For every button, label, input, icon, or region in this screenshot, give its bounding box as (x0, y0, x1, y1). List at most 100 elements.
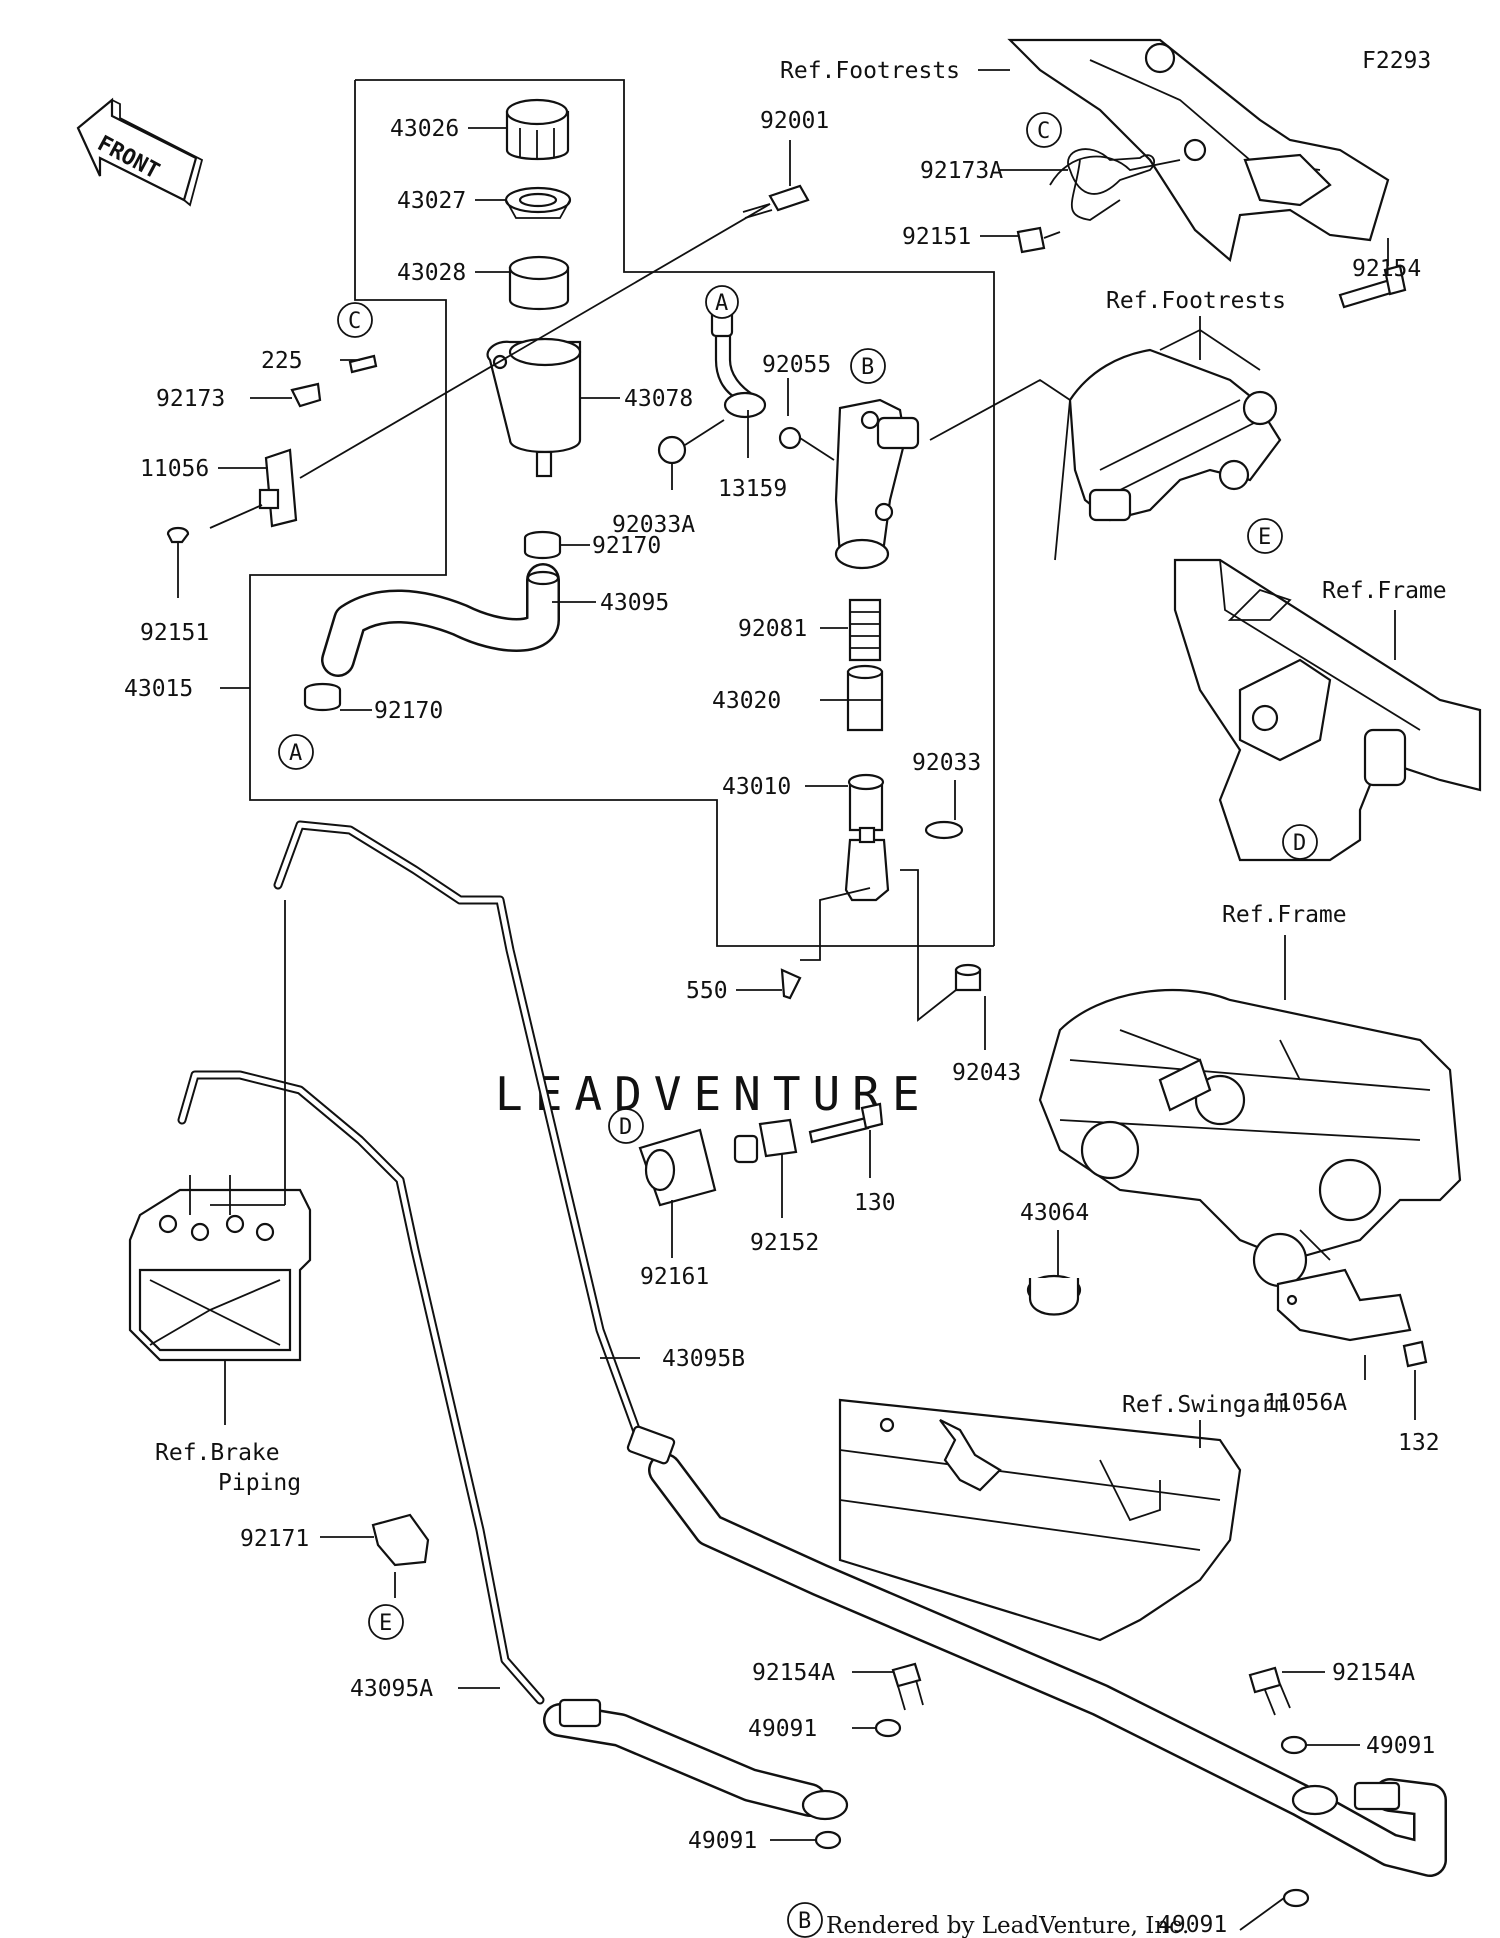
footer-credit: Rendered by LeadVenture, Inc. (826, 1913, 1189, 1938)
hose-joint-13159 (657, 298, 767, 465)
watermark: LEADVENTURE (495, 1067, 932, 1121)
callout-e-left-label: E (379, 1611, 392, 1636)
part-92033A-label: 92033A (612, 512, 695, 538)
part-49091-a-label: 49091 (748, 1716, 817, 1742)
part-92043-label: 92043 (952, 1060, 1021, 1086)
pushrod-43010 (844, 773, 964, 902)
hose-clamp-92170 (303, 530, 562, 712)
ref-frame-lower: Ref.Frame (1222, 902, 1347, 928)
part-43095A-label: 43095A (350, 1676, 433, 1702)
callout-c-left-label: C (348, 309, 361, 334)
part-43095-label: 43095 (600, 590, 669, 616)
ref-brake-piping-line2: Piping (218, 1470, 301, 1496)
part-49091-d-label: 49091 (1158, 1912, 1227, 1938)
callout-d-left: D (608, 1108, 644, 1144)
part-92154A-right-label: 92154A (1332, 1660, 1415, 1686)
part-92154-label: 92154 (1352, 256, 1421, 282)
frame-upper (1173, 558, 1482, 862)
cotter-pin-550 (780, 887, 871, 1000)
grommet-43064 (1026, 1274, 1082, 1316)
clip-92173 (290, 354, 378, 408)
front-arrow-icon: FRONT (76, 97, 204, 207)
clip-92173A (1067, 148, 1155, 195)
part-43020-label: 43020 (712, 688, 781, 714)
part-92033-label: 92033 (912, 750, 981, 776)
callout-e-right: E (1247, 518, 1283, 554)
part-92152-label: 92152 (750, 1230, 819, 1256)
callout-c-right-label: C (1037, 119, 1050, 144)
bolt-92001 (299, 184, 810, 479)
part-92171-label: 92171 (240, 1526, 309, 1552)
ref-swingarm: Ref.Swingarm (1122, 1392, 1288, 1418)
part-92173-label: 92173 (156, 386, 225, 412)
reservoir-diaphragm-plate (504, 186, 572, 219)
figure-code: F2293 (1362, 48, 1431, 74)
frame-lower (1038, 988, 1462, 1288)
hose-43095 (321, 563, 560, 677)
part-43010-label: 43010 (722, 774, 791, 800)
assembly-outline (220, 79, 995, 947)
abs-unit (128, 1175, 312, 1425)
bolt-130 (808, 1102, 884, 1144)
part-11056A-label: 11056A (1264, 1390, 1347, 1416)
part-43026-label: 43026 (390, 116, 459, 142)
callout-a-bottom: A (278, 734, 314, 770)
brake-hoses (543, 1425, 1447, 1877)
part-130-label: 130 (854, 1190, 896, 1216)
reservoir-cap (505, 98, 570, 161)
bolt-92151-right (1016, 226, 1061, 254)
piston-43020 (846, 664, 884, 732)
pin-92043 (900, 869, 982, 1022)
bracket-11056 (166, 448, 298, 544)
part-132-label: 132 (1398, 1430, 1440, 1456)
bracket-11056A (1276, 1268, 1412, 1342)
washers-49091 (814, 1718, 1310, 1908)
callout-d-left-label: D (619, 1115, 632, 1140)
part-13159-label: 13159 (718, 476, 787, 502)
part-49091-b-label: 49091 (688, 1828, 757, 1854)
callout-a-bottom-label: A (289, 741, 302, 766)
brake-pipes (177, 820, 645, 1705)
part-92154A-left-label: 92154A (752, 1660, 835, 1686)
part-92081-label: 92081 (738, 616, 807, 642)
callout-b-top: B (850, 348, 886, 384)
master-cylinder (778, 378, 1071, 570)
callout-c-left: C (337, 302, 373, 338)
part-225-label: 225 (261, 348, 303, 374)
spring-92081 (848, 598, 882, 662)
part-92170-lower-label: 92170 (374, 698, 443, 724)
footrest-bracket-top (1007, 38, 1390, 263)
ref-frame-upper: Ref.Frame (1322, 578, 1447, 604)
part-43028-label: 43028 (397, 260, 466, 286)
swingarm (838, 1398, 1242, 1642)
callout-a-top-label: A (715, 291, 728, 316)
bolt-92154A-right (1248, 1666, 1291, 1716)
bolt-132 (1402, 1340, 1428, 1368)
callout-e-left: E (368, 1604, 404, 1640)
part-43015-label: 43015 (124, 676, 193, 702)
bolt-92154A-left (891, 1662, 924, 1711)
part-43078-label: 43078 (624, 386, 693, 412)
collar-92152 (733, 1118, 798, 1164)
callout-b-bottom: B (787, 1902, 823, 1938)
ref-brake-piping-line1: Ref.Brake (155, 1440, 280, 1466)
part-11056-label: 11056 (140, 456, 209, 482)
part-92001-label: 92001 (760, 108, 829, 134)
part-43027-label: 43027 (397, 188, 466, 214)
part-92161-label: 92161 (640, 1264, 709, 1290)
footrest-bracket-mid (1068, 328, 1282, 522)
part-550-label: 550 (686, 978, 728, 1004)
part-92173A-label: 92173A (920, 158, 1003, 184)
callout-e-right-label: E (1258, 525, 1271, 550)
ref-footrests-top: Ref.Footrests (780, 58, 960, 84)
clamp-92171 (371, 1513, 430, 1567)
callout-a-top: A (705, 285, 739, 319)
callout-c-right: C (1026, 112, 1062, 148)
callout-d-right: D (1282, 824, 1318, 860)
part-92151-right-label: 92151 (902, 224, 971, 250)
guard-92161 (638, 1128, 717, 1207)
part-43095B-label: 43095B (662, 1346, 745, 1372)
callout-d-right-label: D (1293, 831, 1306, 856)
reservoir-diaphragm (508, 255, 570, 311)
